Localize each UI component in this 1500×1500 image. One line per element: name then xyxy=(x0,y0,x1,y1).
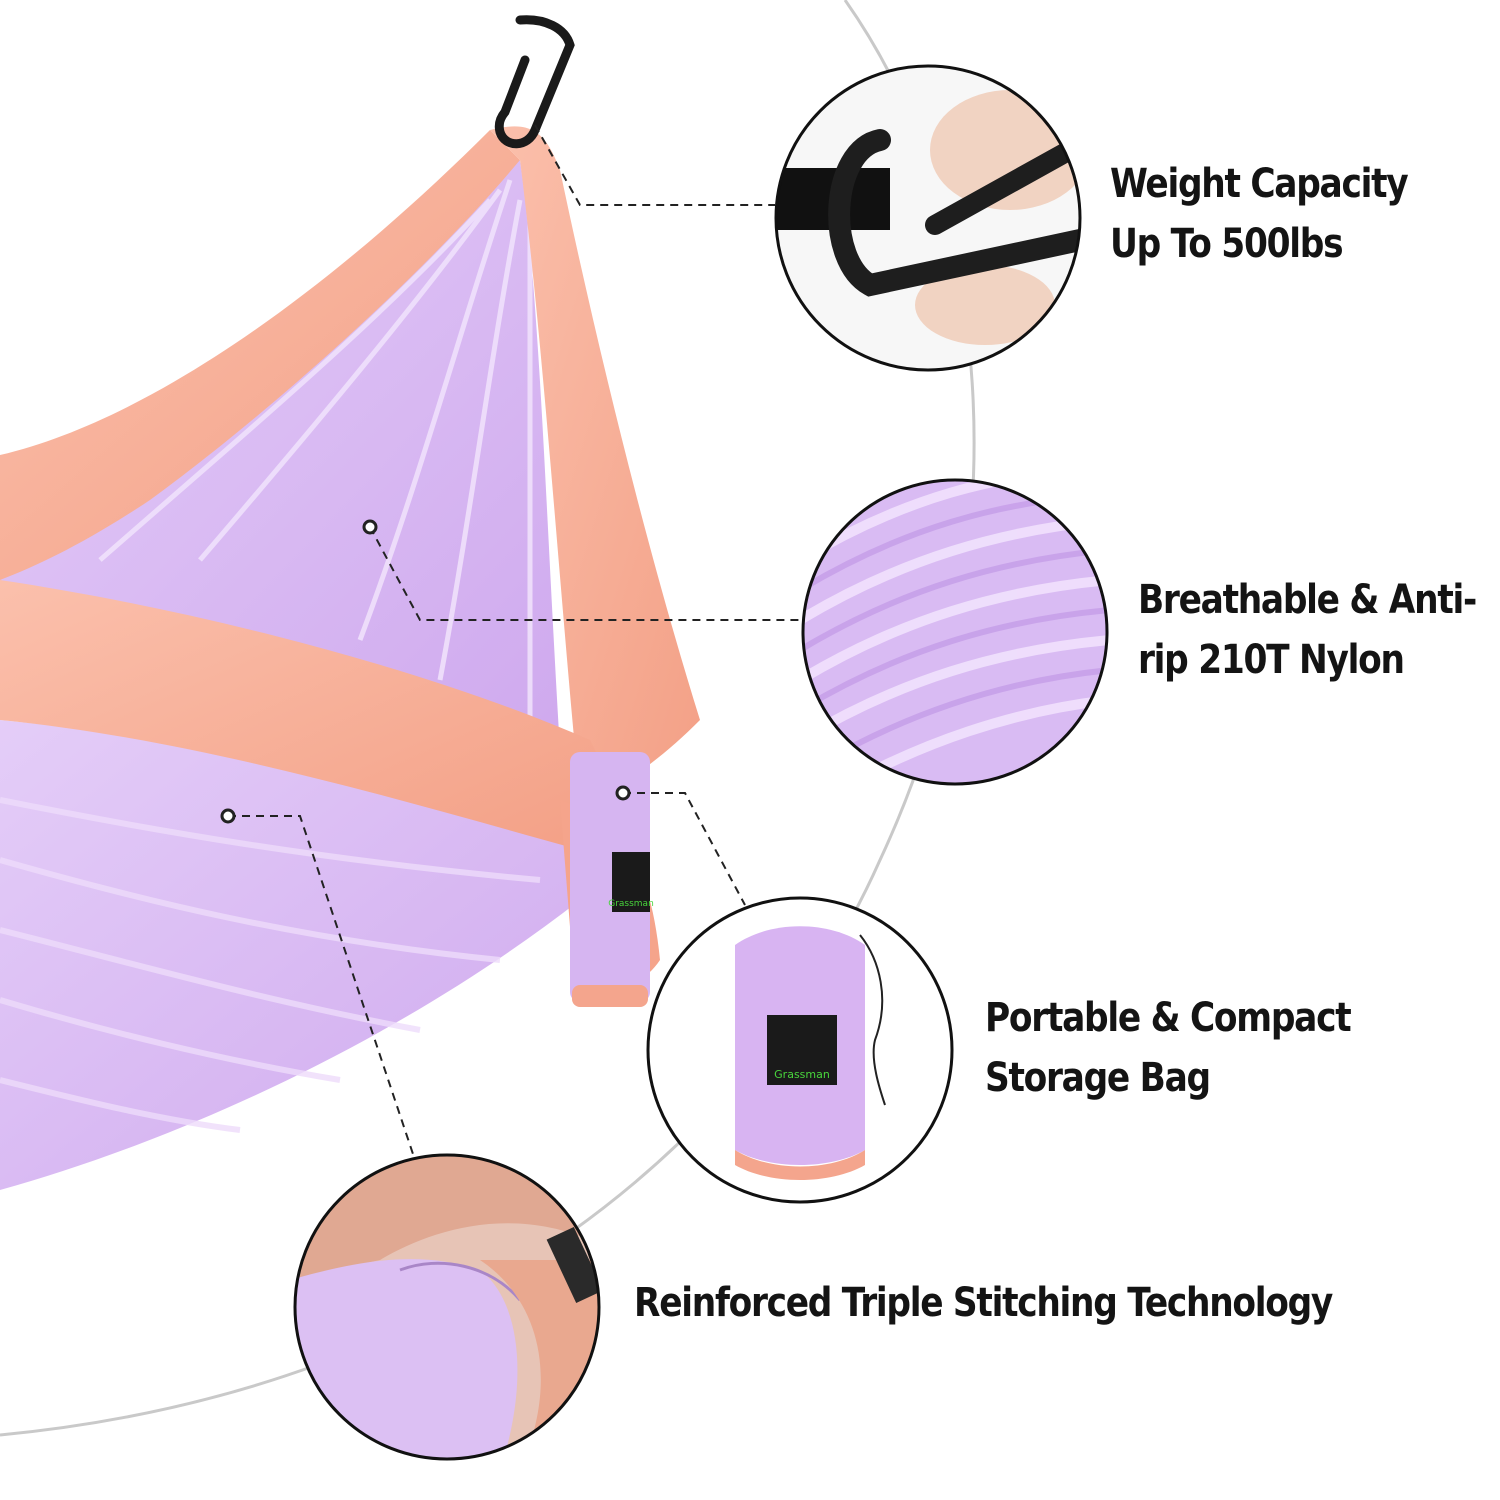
feature-label-stitching: Reinforced Triple Stitching Technology xyxy=(634,1273,1333,1333)
leader-dot-bag xyxy=(615,785,631,801)
nylon-fabric-closeup-icon xyxy=(803,480,1107,784)
feature-label-nylon: Breathable & Anti- rip 210T Nylon xyxy=(1138,570,1477,690)
feature-label-line: Portable & Compact xyxy=(985,995,1352,1041)
hammock-front-band-salmon xyxy=(0,580,609,850)
hammock-right-edge-salmon xyxy=(490,126,700,801)
hammock-inner-folds xyxy=(98,179,533,720)
feature-label-line: rip 210T Nylon xyxy=(1138,637,1405,683)
leader-dots xyxy=(220,519,631,824)
callout-ring-4 xyxy=(293,1153,601,1461)
callout-ring-3 xyxy=(646,896,954,1204)
hammock-bed-folds xyxy=(0,797,541,1133)
carabiner-closeup-icon xyxy=(776,66,1080,370)
hammock-bed-lavender xyxy=(0,720,580,1190)
feature-label-storage-bag: Portable & Compact Storage Bag xyxy=(985,988,1352,1108)
feature-label-line: Weight Capacity xyxy=(1110,161,1409,207)
leader-lines xyxy=(228,124,800,1161)
leader-dot-nylon xyxy=(362,519,378,535)
hammock-left-edge-salmon xyxy=(0,130,520,580)
attached-stuff-sack: Grassman xyxy=(570,752,654,1007)
feature-label-line: Up To 500lbs xyxy=(1110,221,1344,267)
sack-logo-text: Grassman xyxy=(608,899,654,909)
feature-label-line: Reinforced Triple Stitching Technology xyxy=(634,1280,1333,1326)
callout-ring-1 xyxy=(774,64,1082,372)
stitching-closeup-icon xyxy=(295,1155,599,1459)
hammock-inner-lavender xyxy=(0,160,560,750)
hammock-illustration: Grassman xyxy=(0,15,700,1190)
bag-logo-text: Grassman xyxy=(774,1068,830,1081)
storage-bag-closeup-icon: Grassman xyxy=(648,898,952,1202)
feature-label-line: Storage Bag xyxy=(985,1055,1211,1101)
top-carabiner xyxy=(494,15,575,149)
feature-label-weight-capacity: Weight Capacity Up To 500lbs xyxy=(1110,154,1409,274)
feature-label-line: Breathable & Anti- xyxy=(1138,577,1477,623)
callout-ring-2 xyxy=(801,478,1109,786)
leader-dot-stitching xyxy=(220,808,236,824)
